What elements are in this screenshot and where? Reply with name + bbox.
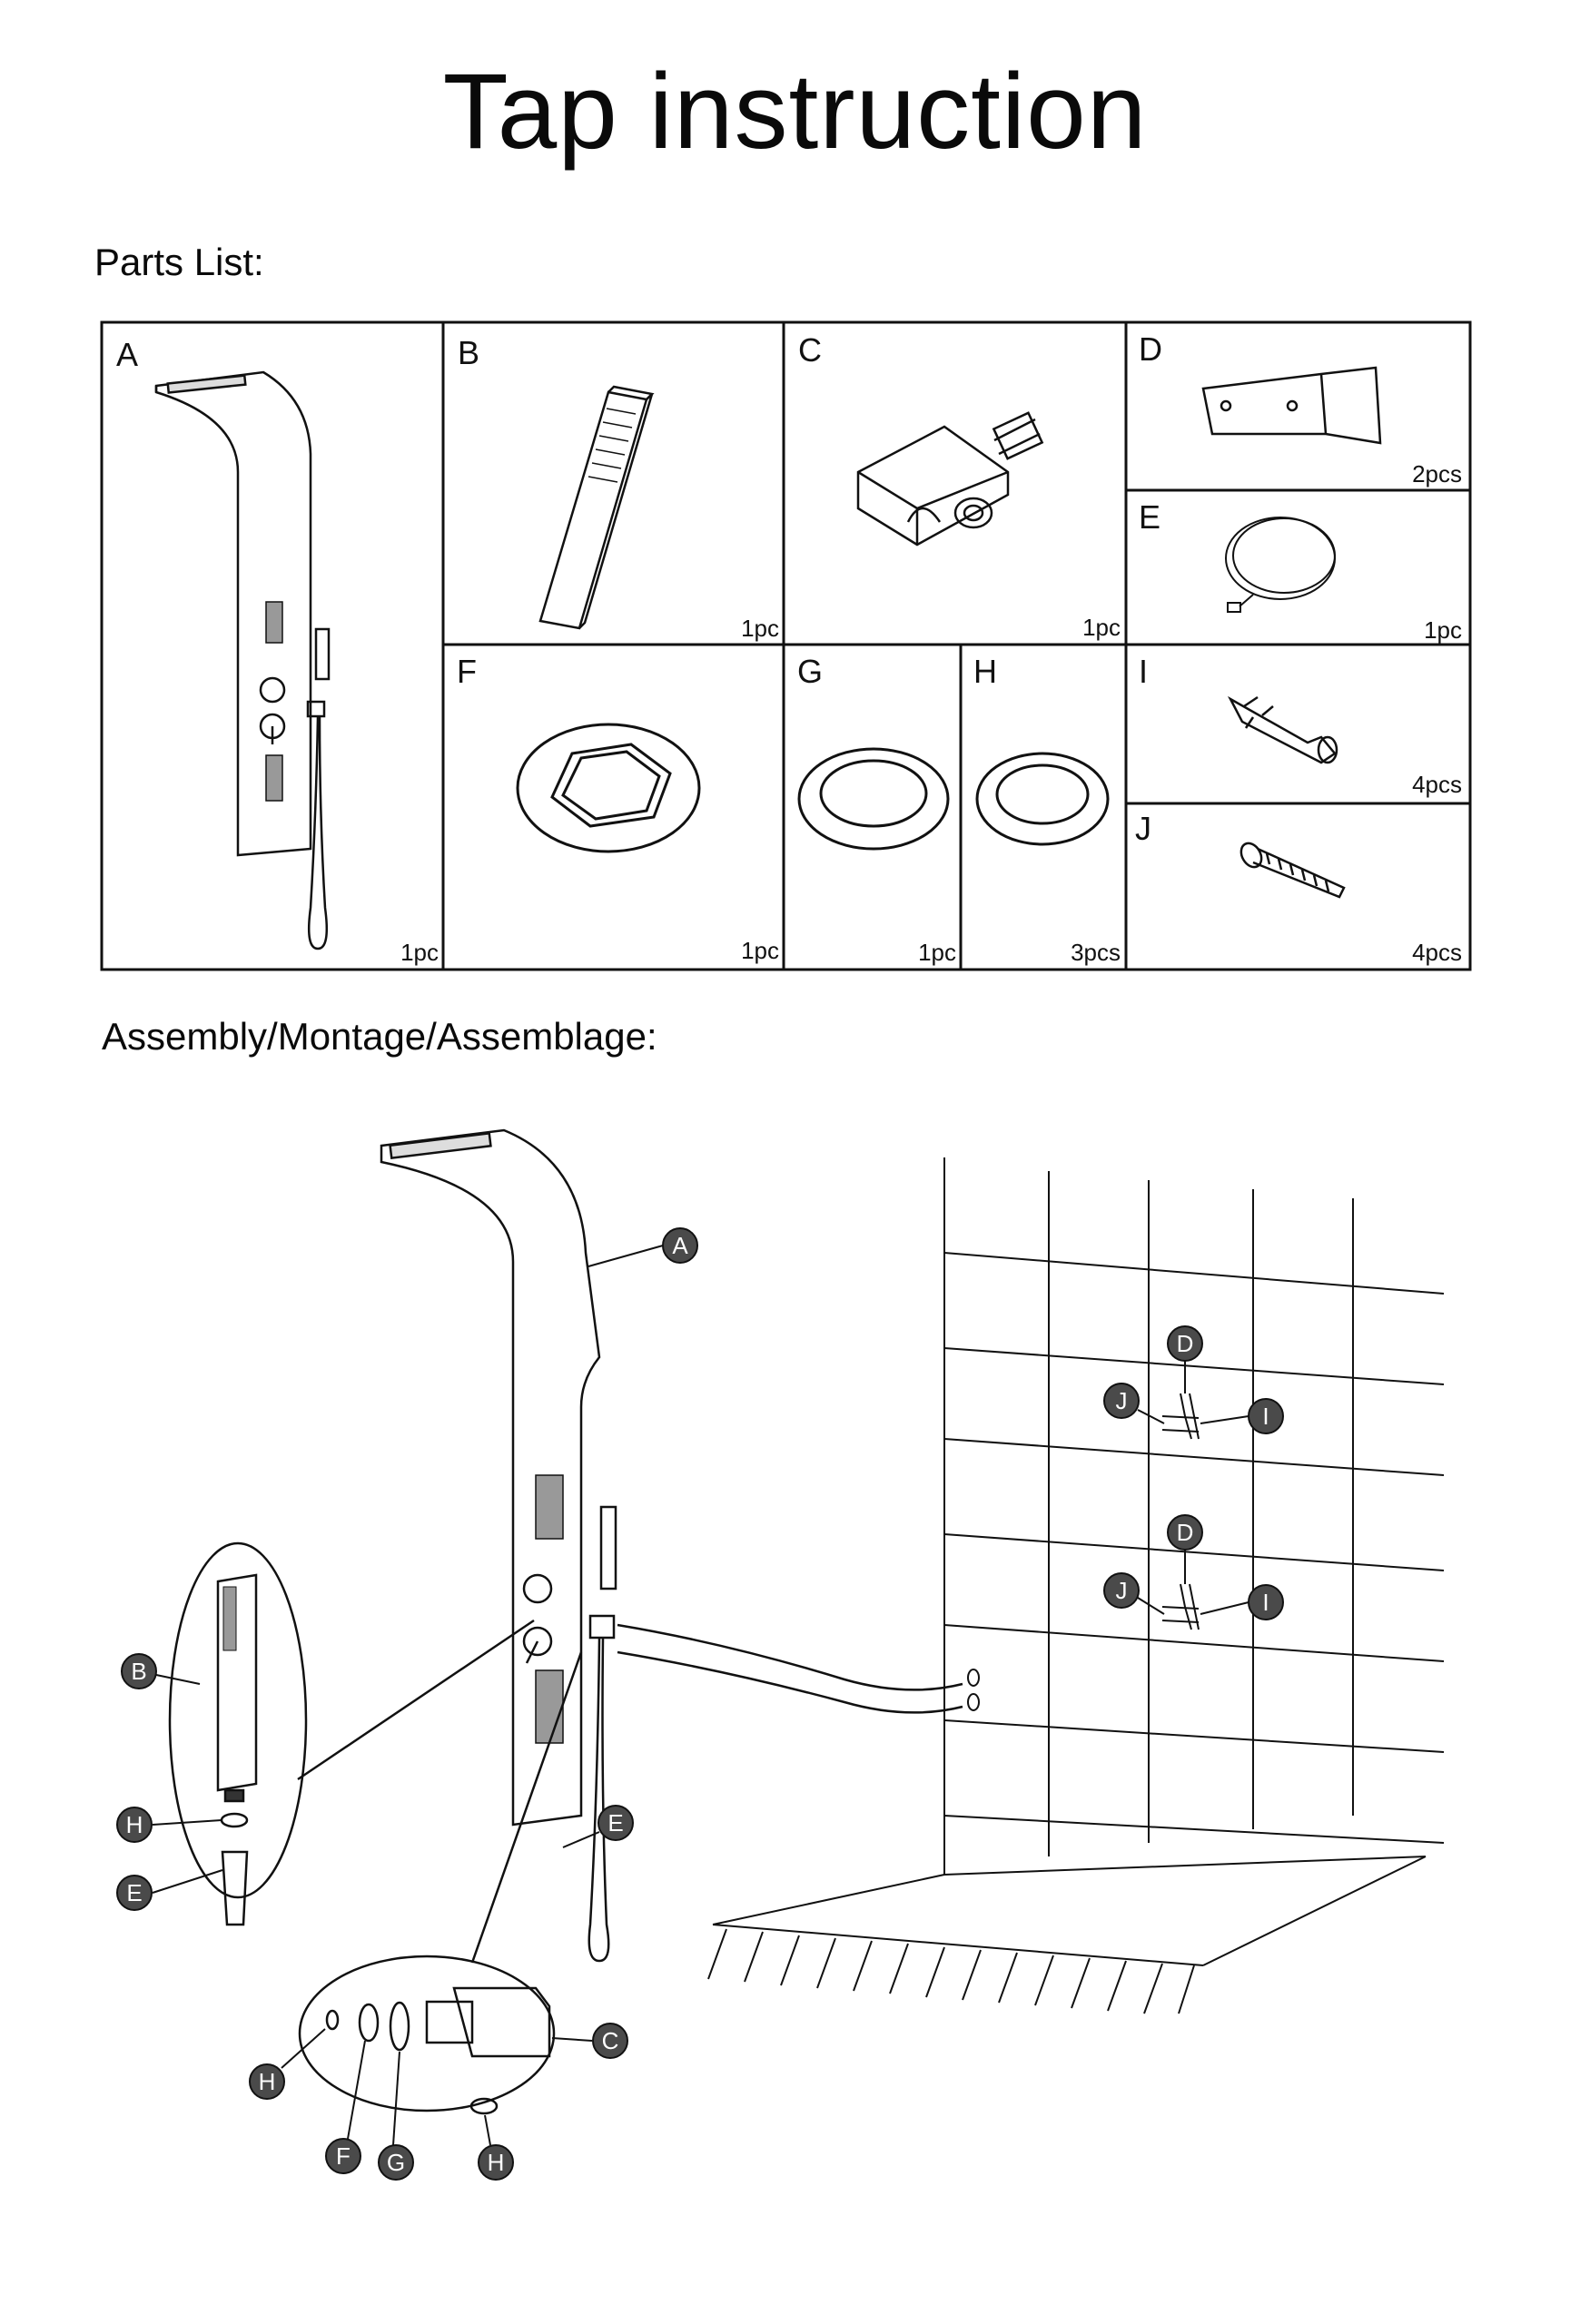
hose-drawing <box>1225 517 1336 613</box>
callout-c-label: C <box>602 2027 619 2054</box>
screw-drawing <box>1239 842 1346 899</box>
hand-shower-drawing <box>538 385 655 630</box>
part-qty-h: 3pcs <box>1071 939 1121 966</box>
callout-d-lower: D <box>1167 1514 1203 1551</box>
part-qty-b: 1pc <box>741 615 779 642</box>
assembly-heading: Assembly/Montage/Assemblage: <box>102 1015 657 1058</box>
callout-h-label: H <box>259 2068 276 2095</box>
part-letter-h: H <box>973 653 997 690</box>
callout-i-label: I <box>1262 1403 1269 1430</box>
connector-detail <box>298 1651 583 2115</box>
part-qty-i: 4pcs <box>1412 771 1462 798</box>
part-letter-d: D <box>1139 330 1162 368</box>
part-qty-g: 1pc <box>918 939 956 966</box>
part-qty-c: 1pc <box>1082 614 1121 641</box>
part-letter-a: A <box>116 336 138 373</box>
callout-leaders <box>152 1245 1249 2146</box>
part-letter-b: B <box>458 334 479 371</box>
callout-j-label: J <box>1116 1577 1128 1604</box>
callout-j-upper: J <box>1103 1383 1140 1419</box>
callout-a-label: A <box>672 1232 688 1259</box>
parts-table <box>100 320 1472 971</box>
callout-g-label: G <box>387 2149 405 2176</box>
callout-h-left: H <box>249 2063 285 2100</box>
part-qty-d: 2pcs <box>1412 460 1462 487</box>
callout-e-label: E <box>126 1879 142 1906</box>
callout-i-lower: I <box>1248 1584 1284 1620</box>
callout-e-center: E <box>597 1805 634 1841</box>
callout-d-label: D <box>1177 1330 1194 1357</box>
callout-j-lower: J <box>1103 1572 1140 1609</box>
callout-h-label: H <box>488 2149 505 2176</box>
callout-i-upper: I <box>1248 1398 1284 1434</box>
callout-j-label: J <box>1116 1387 1128 1414</box>
part-letter-f: F <box>457 653 477 690</box>
callout-e-left: E <box>116 1875 153 1911</box>
washer-h-drawing <box>975 752 1110 846</box>
callout-b: B <box>121 1653 157 1689</box>
callout-a: A <box>662 1227 698 1264</box>
bracket-drawing <box>1201 366 1382 445</box>
part-letter-c: C <box>798 331 822 369</box>
callout-g: G <box>378 2144 414 2181</box>
part-qty-e: 1pc <box>1424 616 1462 644</box>
callout-b-label: B <box>131 1658 146 1685</box>
wall-plug-drawing <box>1227 695 1338 764</box>
callout-c: C <box>592 2023 628 2059</box>
part-qty-a: 1pc <box>400 939 439 966</box>
nut-drawing <box>516 723 701 853</box>
wall-tiles <box>943 1157 1445 1876</box>
parts-list-heading: Parts List: <box>94 241 264 283</box>
floor <box>707 1856 1427 2014</box>
callout-d-label: D <box>1177 1519 1194 1546</box>
callout-d-upper: D <box>1167 1325 1203 1362</box>
part-quantities: 1pc 1pc 1pc 2pcs 1pc 1pc 1pc 3pcs 4pcs 4… <box>400 460 1462 966</box>
washer-g-drawing <box>797 747 950 851</box>
callout-h-upper: H <box>116 1807 153 1843</box>
part-letter-j: J <box>1135 810 1151 847</box>
part-letter-g: G <box>797 653 823 690</box>
hand-shower-detail <box>168 1541 535 1926</box>
part-letter-i: I <box>1139 653 1148 690</box>
part-letters: A B C D E F G H I J <box>116 330 1162 847</box>
page-title: Tap instruction <box>442 52 1148 172</box>
part-letter-e: E <box>1139 498 1160 536</box>
callout-e-label: E <box>607 1809 623 1837</box>
callout-f: F <box>325 2138 361 2174</box>
callout-i-label: I <box>1262 1589 1269 1616</box>
shower-panel-drawing <box>154 370 331 950</box>
part-qty-j: 4pcs <box>1412 939 1462 966</box>
callout-f-label: F <box>336 2142 351 2170</box>
callout-h-bottom: H <box>478 2144 514 2181</box>
callouts: A B H E E C H <box>116 1227 1284 2181</box>
wall-connector-drawing <box>856 411 1044 547</box>
part-qty-f: 1pc <box>741 937 779 964</box>
callout-h-label: H <box>126 1811 143 1838</box>
wall-fixings <box>967 1393 1200 1711</box>
